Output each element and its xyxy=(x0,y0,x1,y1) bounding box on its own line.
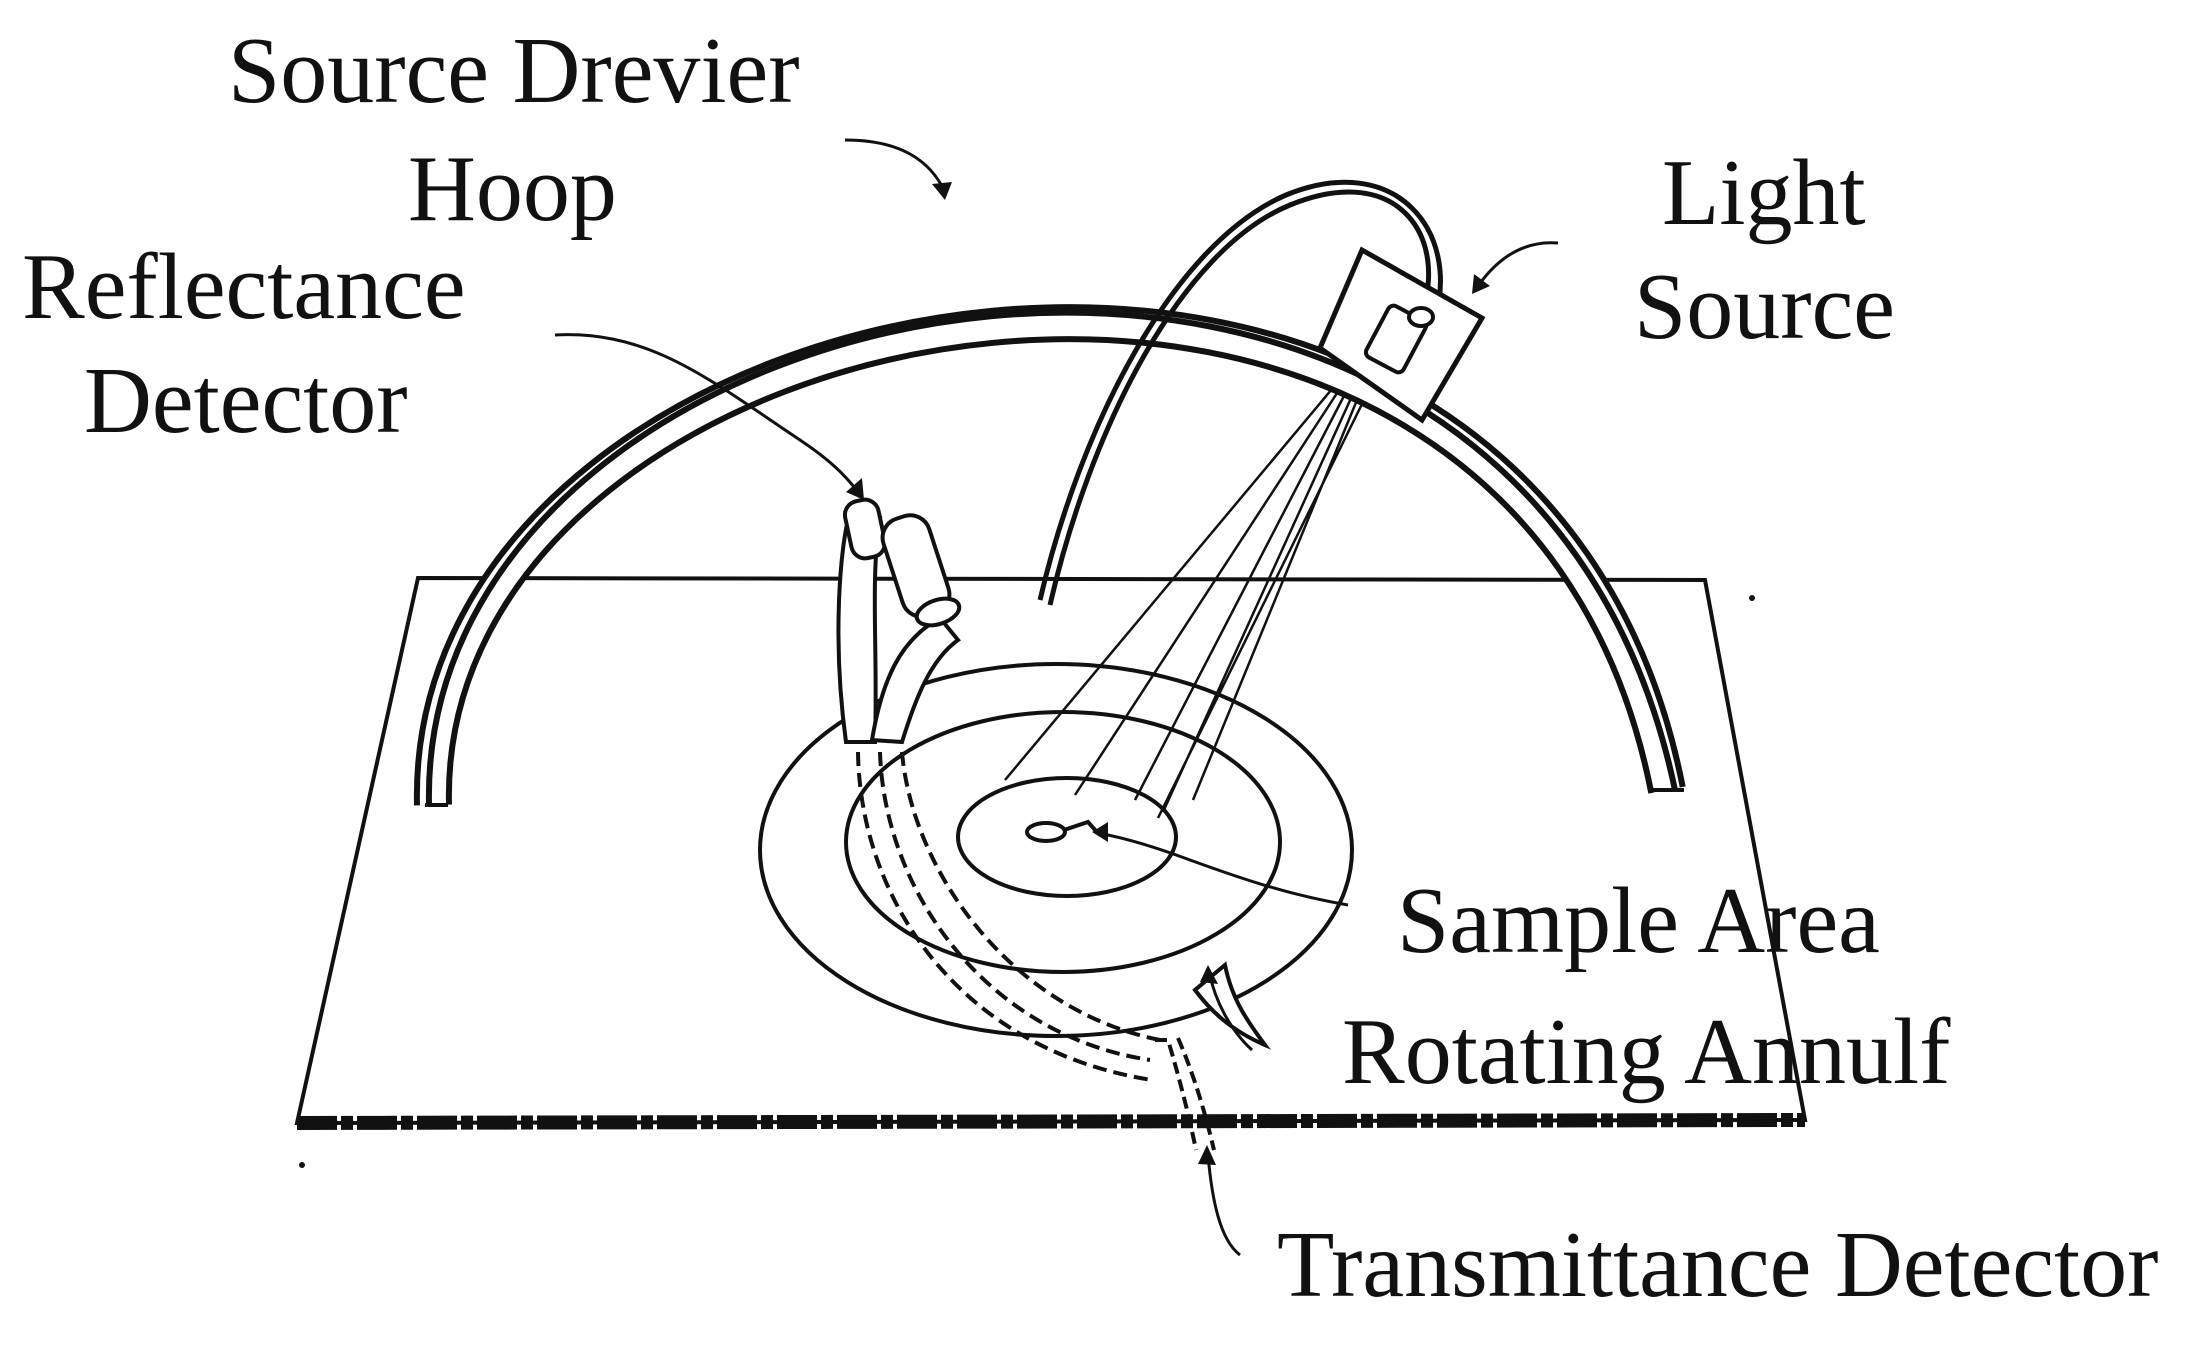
light-source-cable xyxy=(1037,180,1443,606)
light-source-label-line1: Light xyxy=(1662,141,1866,245)
reflectance-label-line1: Reflectance xyxy=(22,235,466,339)
light-source-label-line2: Source xyxy=(1634,255,1895,359)
leader-arrows xyxy=(554,138,1559,1257)
light-beam xyxy=(1004,382,1364,819)
transmittance-detector-label: Transmittance Detector xyxy=(1277,1213,2158,1317)
source-driver-label-line2: Hoop xyxy=(408,137,617,241)
transmittance-detector xyxy=(856,751,1216,1151)
source-driver-label-line1: Source Drevier xyxy=(228,19,800,123)
speck-dot xyxy=(1749,595,1755,601)
reflectance-label-line2: Detector xyxy=(84,349,408,453)
rotating-annulus-label: Rotating Annulf xyxy=(1342,1000,1951,1104)
speck-dot xyxy=(299,1162,305,1168)
sample-area xyxy=(956,776,1178,898)
reflectance-detector xyxy=(836,497,962,745)
source-driver-hoop xyxy=(413,304,1686,807)
sample-area-label: Sample Area xyxy=(1397,869,1880,973)
light-source xyxy=(1316,246,1486,424)
